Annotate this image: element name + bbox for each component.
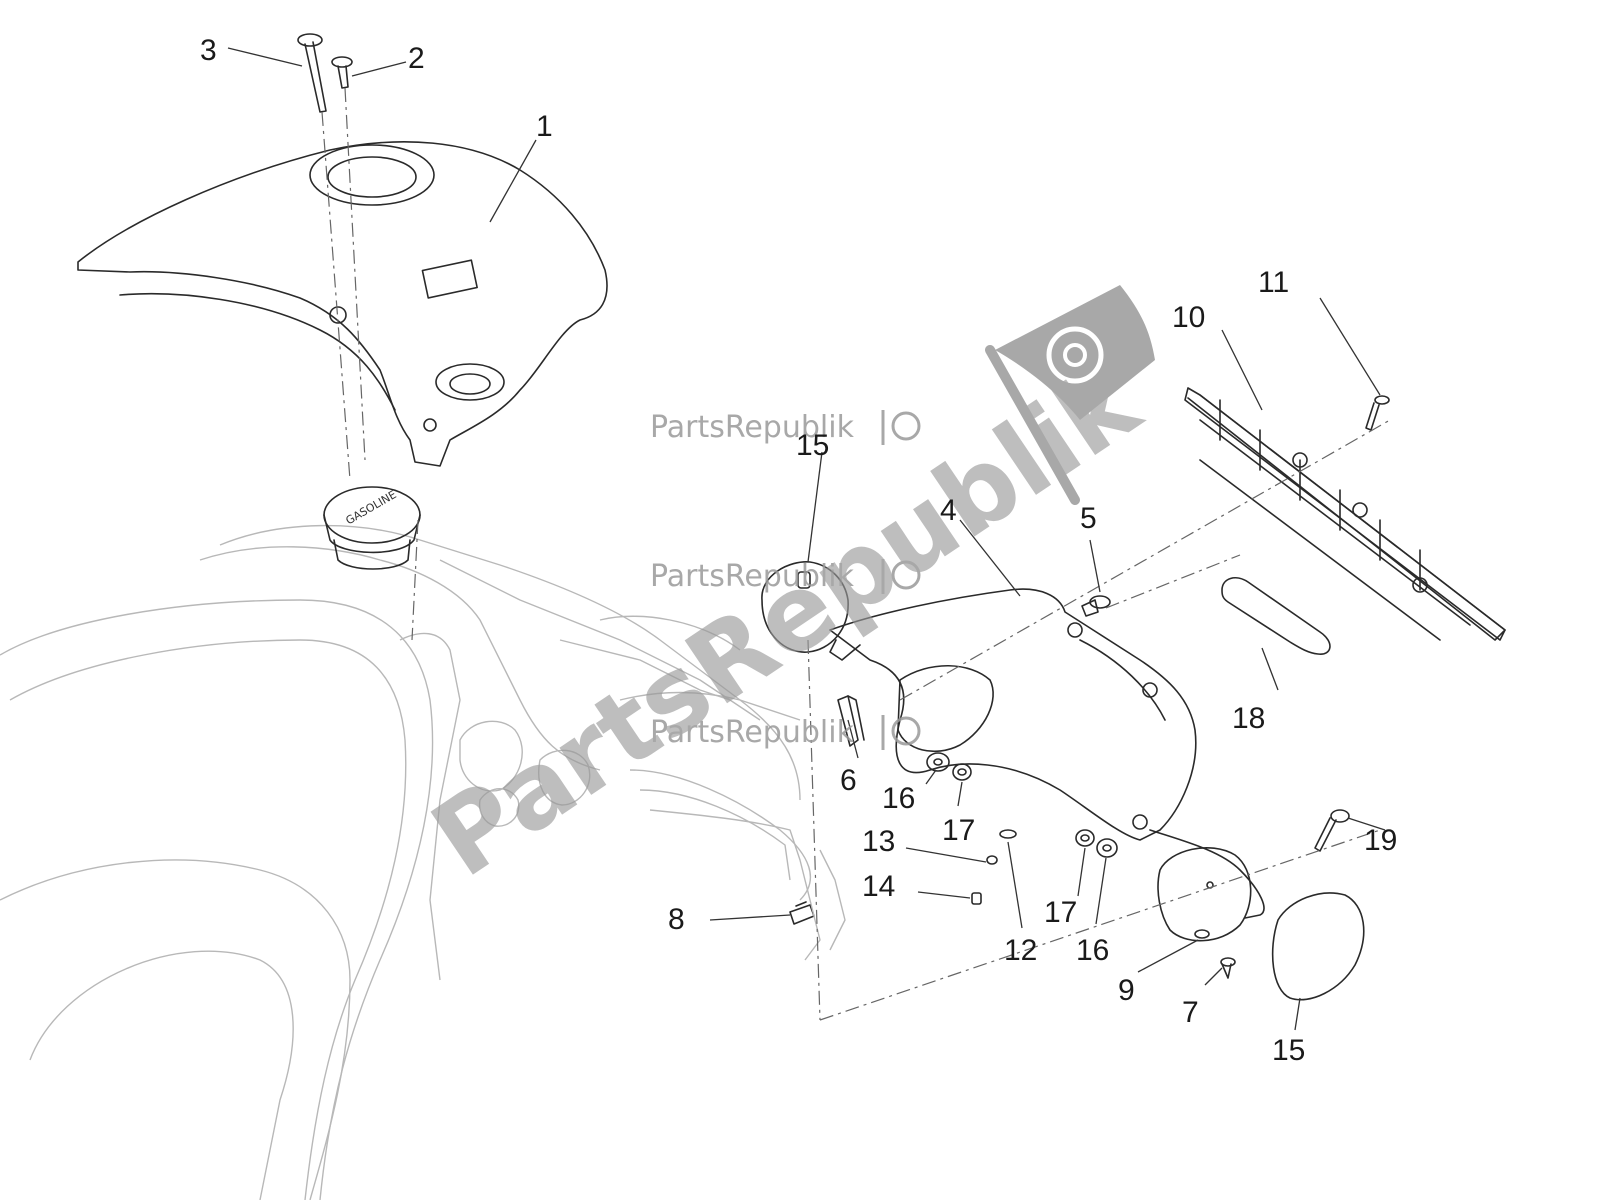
label-4: 4 [940,494,957,527]
scooter-frame-outline [0,524,811,1200]
label-10: 10 [1172,301,1205,334]
label-14: 14 [862,870,895,903]
part-18-rubber-pad [1221,577,1331,655]
label-13: 13 [862,825,895,858]
part-6-clip [837,695,865,747]
assembly-lines [321,87,1391,1021]
part-15-reflector-lower [1271,892,1365,1001]
part-1-rear-rack [77,141,608,467]
label-11: 11 [1258,266,1289,299]
svg-text:PartsRepublik: PartsRepublik [650,410,855,445]
fuel-cap: GASOLINE [323,486,421,570]
label-12: 12 [1004,934,1037,967]
watermark-small-3: PartsRepublik [650,715,921,750]
label-17-lower: 17 [1044,896,1077,929]
label-16-upper: 16 [882,782,915,815]
label-16-lower: 16 [1076,934,1109,967]
label-19: 19 [1364,824,1397,857]
part-4-plate-holder [829,588,1265,919]
label-9: 9 [1118,974,1135,1007]
fuel-cap-label: GASOLINE [343,488,398,527]
part-15-reflector-upper [761,561,849,653]
part-11-screw [1365,395,1390,431]
part-3-long-bolt [297,33,327,113]
part-5-bolt [1081,595,1111,617]
svg-text:PartsRepublik: PartsRepublik [650,715,855,750]
part-10-license-plate [1184,387,1506,641]
part-16-washer-upper [926,752,950,772]
part-17-nut-upper [952,763,972,781]
part-13-pin [986,855,998,865]
watermark-small-1: PartsRepublik [650,410,921,445]
label-8: 8 [668,903,685,936]
part-14-bushing [971,892,982,905]
part-8-clip [789,901,815,925]
part-17-nut-lower [1075,829,1095,847]
watermark: PartsRepublik PartsRepublik PartsRepubli… [411,285,1162,901]
part-19-bolt [1314,809,1350,852]
label-15-lower: 15 [1272,1034,1305,1067]
label-5: 5 [1080,502,1097,535]
reflector-mount-disc [1157,847,1252,942]
label-7: 7 [1182,996,1199,1029]
part-2-screw [331,56,353,89]
lower-splash-panel [649,809,846,961]
watermark-logo-icon [985,285,1155,505]
label-3: 3 [200,34,217,67]
part-number-labels: 1 2 3 4 5 6 7 8 9 10 11 12 13 14 15 15 1… [200,34,1397,1067]
label-6: 6 [840,764,857,797]
leader-lines [227,47,1386,1031]
part-7-screw [1220,957,1236,979]
label-2: 2 [408,42,425,75]
label-17-upper: 17 [942,814,975,847]
part-12-spring-clip [999,829,1017,839]
part-9-washer [1194,929,1210,939]
part-16-washer-lower [1096,838,1118,858]
label-18: 18 [1232,702,1265,735]
watermark-small-2: PartsRepublik [650,559,921,594]
label-15-upper: 15 [796,429,829,462]
label-1: 1 [536,110,553,143]
svg-text:PartsRepublik: PartsRepublik [650,559,855,594]
